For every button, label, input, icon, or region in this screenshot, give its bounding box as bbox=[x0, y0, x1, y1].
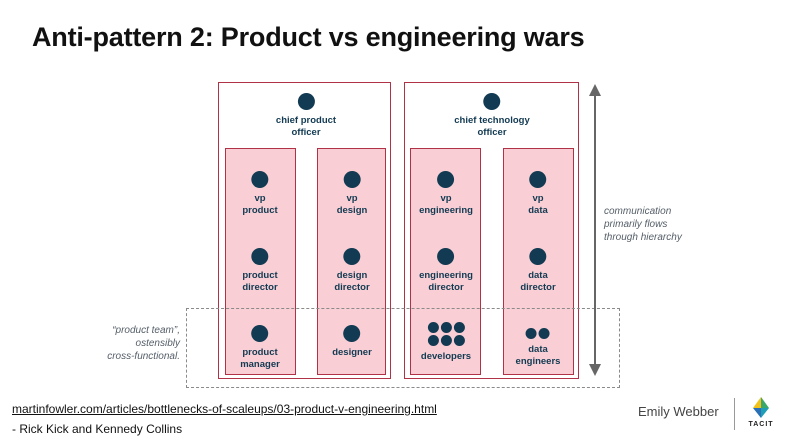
chief-product-officer-node: chief product officer bbox=[276, 93, 336, 139]
product-team-dashed-outline bbox=[186, 308, 620, 388]
team-of-six-icon bbox=[427, 322, 465, 346]
person-icon bbox=[437, 171, 455, 188]
chief-technology-officer-node: chief technology officer bbox=[454, 93, 530, 139]
person-icon bbox=[251, 171, 269, 188]
person-icon bbox=[297, 93, 315, 110]
person-icon bbox=[251, 248, 269, 265]
person-icon bbox=[251, 325, 269, 342]
tacit-logo: TACIT bbox=[744, 396, 778, 436]
developers-node: developers bbox=[421, 322, 471, 363]
credit-text: - Rick Kick and Kennedy Collins bbox=[12, 422, 183, 436]
team-of-two-icon bbox=[525, 328, 550, 339]
person-icon bbox=[483, 93, 501, 110]
person-icon bbox=[343, 248, 361, 265]
person-icon bbox=[343, 171, 361, 188]
person-icon bbox=[343, 325, 361, 342]
source-article-link[interactable]: martinfowler.com/articles/bottlenecks-of… bbox=[12, 402, 437, 416]
person-icon bbox=[529, 171, 547, 188]
communication-note: communication primarily flows through hi… bbox=[604, 206, 682, 243]
logo-wordmark: TACIT bbox=[748, 421, 774, 428]
tacit-logo-icon bbox=[753, 397, 769, 418]
footer-divider bbox=[734, 398, 735, 430]
chief-product-officer-label: chief product officer bbox=[275, 115, 337, 138]
slide-title: Anti-pattern 2: Product vs engineering w… bbox=[32, 22, 585, 52]
person-icon bbox=[437, 248, 455, 265]
person-icon bbox=[529, 248, 547, 265]
designer-node: designer bbox=[332, 325, 372, 359]
author-name: Emily Webber bbox=[638, 404, 719, 419]
double-arrow-icon bbox=[589, 84, 601, 376]
product-team-note: “product team”, ostensibly cross-functio… bbox=[107, 325, 180, 362]
chief-technology-officer-label: chief technology officer bbox=[454, 115, 530, 138]
